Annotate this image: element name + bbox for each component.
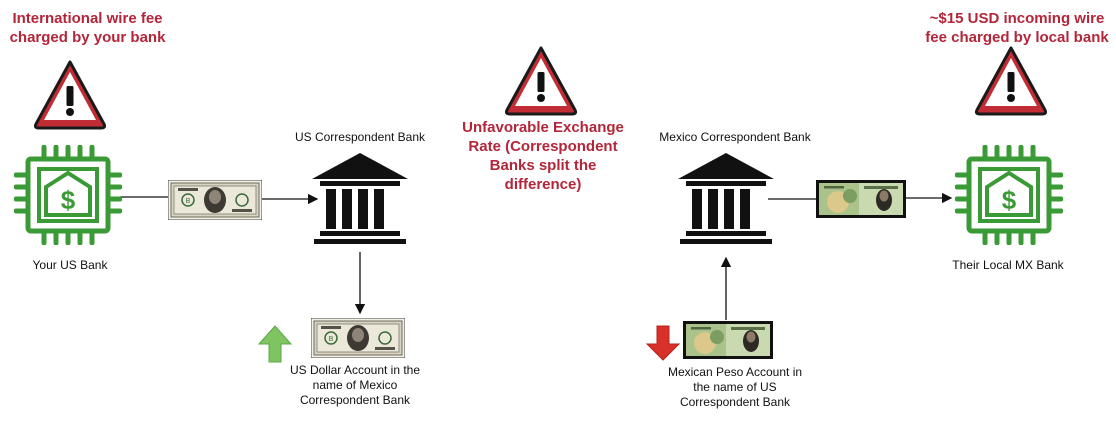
warning-line: International wire fee: [0, 9, 175, 28]
warning-icon: [34, 58, 106, 130]
usd-bill-image: [168, 180, 262, 220]
mxn-bill-image: [816, 180, 906, 218]
warning-line: Unfavorable Exchange: [448, 118, 638, 137]
warning-text-incoming-fee: ~$15 USD incoming wire fee charged by lo…: [918, 9, 1116, 47]
warning-icon: [505, 44, 577, 116]
label-line: Correspondent Bank: [270, 393, 440, 408]
label-line: Mexican Peso Account in: [650, 365, 820, 380]
warning-line: ~$15 USD incoming wire: [918, 9, 1116, 28]
warning-text-international-fee: International wire fee charged by your b…: [0, 9, 175, 47]
warning-line: Rate (Correspondent: [448, 137, 638, 156]
institution-icon: [310, 151, 410, 247]
mexico-correspondent-bank-label: Mexico Correspondent Bank: [640, 130, 830, 145]
label-line: the name of US: [650, 380, 820, 395]
down-arrow-icon: [645, 324, 681, 362]
warning-icon: [975, 44, 1047, 116]
usd-account-label: US Dollar Account in the name of Mexico …: [270, 363, 440, 408]
warning-text-exchange-rate: Unfavorable Exchange Rate (Correspondent…: [448, 118, 638, 194]
label-line: name of Mexico: [270, 378, 440, 393]
label-line: Correspondent Bank: [650, 395, 820, 410]
institution-icon: [676, 151, 776, 247]
up-arrow-icon: [257, 324, 293, 364]
bank-chip-icon: [14, 145, 122, 245]
warning-line: difference): [448, 175, 638, 194]
warning-line: charged by your bank: [0, 28, 175, 47]
label-line: US Dollar Account in the: [270, 363, 440, 378]
usd-bill-image: [311, 318, 405, 358]
warning-line: Banks split the: [448, 156, 638, 175]
your-us-bank-label: Your US Bank: [0, 258, 140, 273]
bank-chip-icon: [955, 145, 1063, 245]
mxn-bill-image: [683, 321, 773, 359]
us-correspondent-bank-label: US Correspondent Bank: [270, 130, 450, 145]
mxn-account-label: Mexican Peso Account in the name of US C…: [650, 365, 820, 410]
their-local-mx-bank-label: Their Local MX Bank: [938, 258, 1078, 273]
